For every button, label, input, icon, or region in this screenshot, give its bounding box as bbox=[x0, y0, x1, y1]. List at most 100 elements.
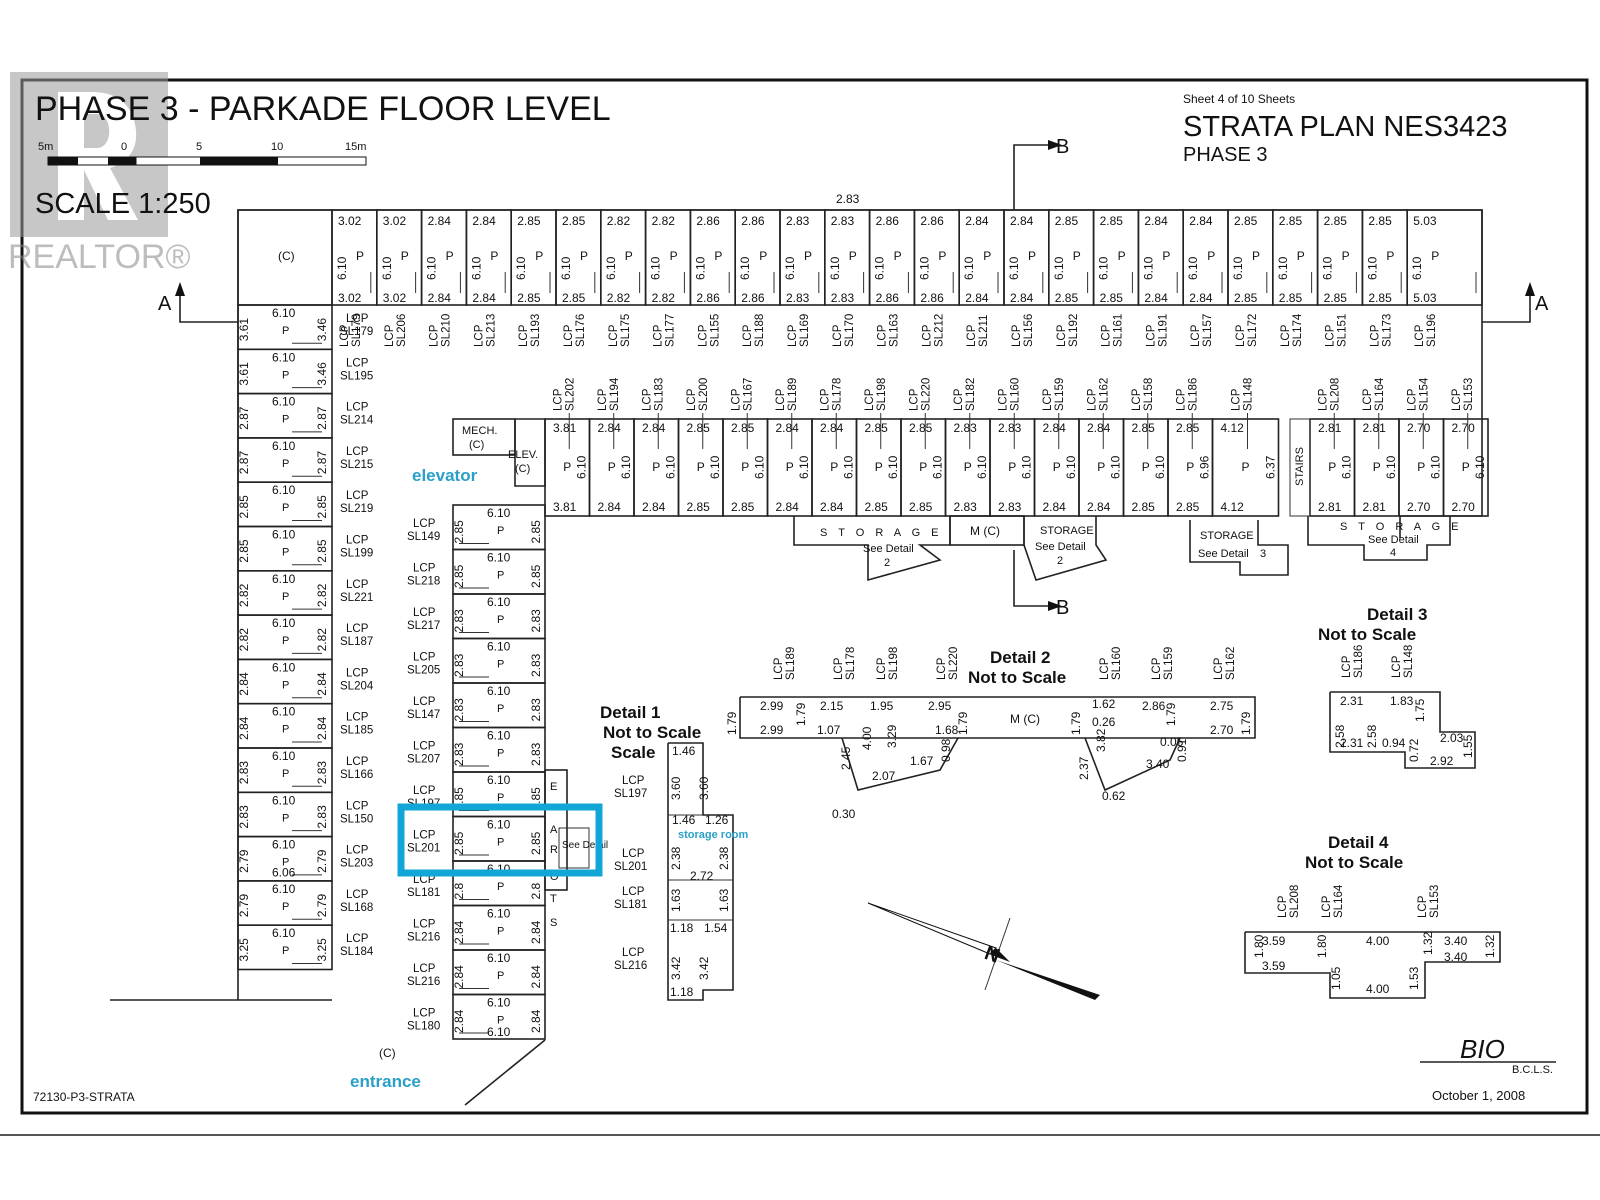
stall-width-right: 2.83 bbox=[315, 805, 329, 829]
detail-lcp-label: LCP bbox=[1151, 657, 1163, 680]
parking-code: P bbox=[497, 614, 504, 626]
parking-code: P bbox=[282, 547, 289, 559]
detail-lcp-label: LCP bbox=[833, 657, 845, 680]
stall-width-left: 2.82 bbox=[237, 583, 251, 607]
elevator-label: elevator bbox=[412, 466, 478, 485]
storage-room-label: storage room bbox=[678, 829, 749, 841]
parking-code: P bbox=[759, 249, 767, 263]
stall-depth: 6.10 bbox=[1321, 256, 1335, 280]
stall-depth: 6.10 bbox=[487, 551, 511, 565]
parking-code: P bbox=[625, 249, 633, 263]
stall-depth: 6.10 bbox=[272, 793, 296, 807]
lcp-strata-lot: SL217 bbox=[407, 620, 440, 632]
lcp-label: LCP bbox=[1042, 388, 1054, 411]
scale-tick: 5m bbox=[38, 141, 53, 153]
detail-dimension: 2.38 bbox=[669, 846, 683, 870]
stall-width-right: 2.83 bbox=[529, 609, 543, 633]
svg-text:(C): (C) bbox=[469, 439, 484, 451]
stall-depth: 6.10 bbox=[272, 616, 296, 630]
surveyor-signature: BIO bbox=[1460, 1034, 1505, 1064]
lcp-strata-lot: SL203 bbox=[340, 858, 373, 870]
svg-text:MECH.: MECH. bbox=[462, 425, 497, 437]
lcp-label: LCP bbox=[641, 388, 653, 411]
lcp-strata-lot: SL159 bbox=[1054, 378, 1066, 411]
lcp-strata-lot: SL189 bbox=[787, 378, 799, 411]
stall-width-right: 2.83 bbox=[529, 698, 543, 722]
lcp-strata-lot: SL188 bbox=[754, 314, 766, 347]
stall-width-bottom: 2.83 bbox=[954, 500, 978, 514]
lcp-strata-lot: SL167 bbox=[742, 378, 754, 411]
lcp-label: LCP bbox=[686, 388, 698, 411]
stall-depth: 6.10 bbox=[931, 455, 945, 479]
stall-width-top: 2.85 bbox=[909, 421, 933, 435]
lcp-label: LCP bbox=[346, 667, 369, 679]
detail-dimension: 2.58 bbox=[1333, 724, 1347, 748]
svg-text:S: S bbox=[550, 917, 557, 929]
lcp-strata-lot: SL147 bbox=[407, 709, 440, 721]
stall-depth: 6.10 bbox=[708, 455, 722, 479]
parking-stall bbox=[1406, 209, 1483, 306]
parking-code: P bbox=[697, 460, 705, 474]
svg-text:See Detail: See Detail bbox=[863, 543, 914, 555]
svg-text:3: 3 bbox=[1260, 548, 1266, 560]
stall-width-bottom: 2.84 bbox=[1087, 500, 1111, 514]
detail-dimension: 3.60 bbox=[669, 776, 683, 800]
stall-width-top: 2.85 bbox=[865, 421, 889, 435]
lcp-strata-lot: SL173 bbox=[1381, 314, 1393, 347]
parking-code: P bbox=[608, 460, 616, 474]
stall-depth: 6.10 bbox=[604, 256, 618, 280]
lcp-label: LCP bbox=[1280, 324, 1292, 347]
stall-depth: 6.10 bbox=[975, 455, 989, 479]
svg-text:Not to Scale: Not to Scale bbox=[603, 723, 701, 742]
lcp-label: LCP bbox=[413, 963, 436, 975]
detail-dimension: 1.32 bbox=[1421, 931, 1435, 955]
stall-depth: 6.10 bbox=[1473, 455, 1487, 479]
detail-lcp-lot: SL153 bbox=[1429, 885, 1441, 918]
detail-dimension: 3.59 bbox=[1262, 934, 1286, 948]
stall-width-top: 2.85 bbox=[1176, 421, 1200, 435]
parking-code: P bbox=[938, 249, 946, 263]
stall-width-top: 2.84 bbox=[820, 421, 844, 435]
realtor-watermark: REALTOR® bbox=[8, 238, 191, 276]
stall-width-top: 3.02 bbox=[338, 214, 362, 228]
stall-width-right: 2.83 bbox=[529, 742, 543, 766]
parking-code: P bbox=[1073, 249, 1081, 263]
stall-width-bottom: 2.84 bbox=[1010, 291, 1034, 305]
stall-width-right: 3.46 bbox=[315, 362, 329, 386]
stall-width-bottom: 2.85 bbox=[1055, 291, 1079, 305]
lcp-label: LCP bbox=[775, 388, 787, 411]
stall-width-bottom: 2.86 bbox=[876, 291, 900, 305]
stall-width-left: 2.85 bbox=[452, 520, 466, 544]
stall-width-left: 2.85 bbox=[237, 539, 251, 563]
lcp-label: LCP bbox=[787, 324, 799, 347]
lcp-strata-lot: SL207 bbox=[407, 754, 440, 766]
svg-text:Not to Scale: Not to Scale bbox=[1305, 853, 1403, 872]
stall-width-top: 2.86 bbox=[920, 214, 944, 228]
lcp-label: LCP bbox=[1101, 324, 1113, 347]
stall-depth: 6.10 bbox=[828, 256, 842, 280]
lcp-strata-lot: SL186 bbox=[1187, 378, 1199, 411]
lcp-strata-lot: SL185 bbox=[340, 725, 373, 737]
stall-width-bottom: 2.85 bbox=[517, 291, 541, 305]
stall-width-left: 2.83 bbox=[237, 805, 251, 829]
detail-4: Detail 4 Not to Scale 1.803.593.591.801.… bbox=[1244, 833, 1501, 999]
stall-depth: 6.10 bbox=[272, 705, 296, 719]
svg-text:Detail 1: Detail 1 bbox=[600, 703, 660, 722]
stall-depth: 6.96 bbox=[1198, 455, 1212, 479]
lcp-label: LCP bbox=[413, 696, 436, 708]
parking-code: P bbox=[1008, 460, 1016, 474]
stall-width-right: 2.85 bbox=[529, 564, 543, 588]
entrance-label: entrance bbox=[350, 1072, 421, 1091]
detail-dimension: 3.42 bbox=[697, 956, 711, 980]
stall-width-top: 2.84 bbox=[598, 421, 622, 435]
detail-dimension: 2.58 bbox=[1365, 724, 1379, 748]
lcp-label: LCP bbox=[1231, 388, 1243, 411]
storage-block-1: S T O R A G E See Detail 2 bbox=[793, 516, 951, 582]
detail-lcp-lot: SL159 bbox=[1163, 647, 1175, 680]
stall-width-left: 2.8 bbox=[452, 882, 466, 899]
stall-width-bottom: 2.85 bbox=[1234, 291, 1258, 305]
north-arrow: N bbox=[867, 902, 1100, 1000]
svg-text:4: 4 bbox=[1390, 547, 1396, 559]
detail-dimension: 2.03 bbox=[1440, 731, 1464, 745]
lcp-strata-lot: SL211 bbox=[978, 315, 990, 347]
